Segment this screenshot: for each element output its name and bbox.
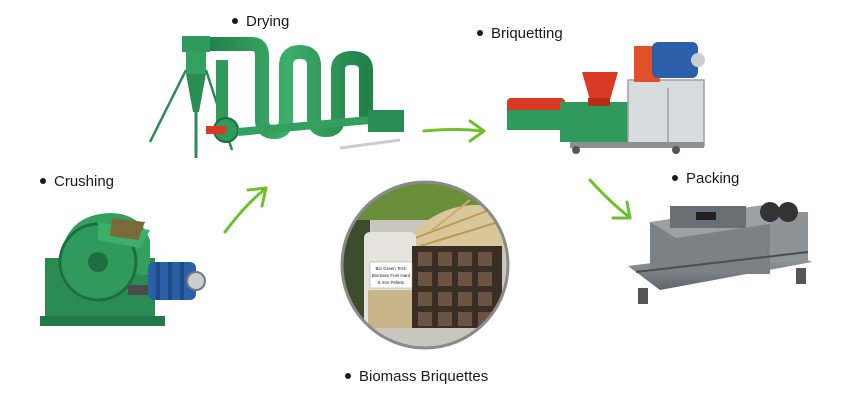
bullet-icon: [672, 175, 678, 182]
briquetting-machine-icon: [507, 42, 705, 154]
stage-label-drying: Drying: [232, 13, 289, 30]
product-label-biomass-briquettes: Biomass Briquettes: [345, 368, 488, 385]
arrow-drying-to-briquetting: [422, 119, 486, 143]
bullet-icon: [40, 178, 46, 185]
arrow-crushing-to-drying: [223, 186, 268, 234]
arrow-briquetting-to-packing: [588, 178, 632, 220]
biomass-briquettes-photo: Bio Green Tech Biomass Fuel Hard 6 mm Pe…: [340, 180, 510, 350]
biomass-briquettes-text: Biomass Briquettes: [359, 368, 489, 385]
stage-label-briquetting: Briquetting: [477, 25, 563, 42]
drying-text: Drying: [246, 13, 290, 30]
sign-line-3: 6 mm Pellets: [378, 280, 405, 285]
bullet-icon: [477, 30, 483, 37]
bullet-icon: [345, 373, 351, 380]
sign-line-2: Biomass Fuel Hard: [372, 273, 411, 278]
stage-label-packing: Packing: [672, 170, 739, 187]
packing-text: Packing: [686, 170, 740, 187]
packing-machine-icon: [628, 202, 812, 304]
sign-line-1: Bio Green Tech: [376, 266, 407, 271]
dryer-machine-icon: [148, 36, 404, 158]
crushing-text: Crushing: [54, 173, 115, 190]
bullet-icon: [232, 18, 238, 25]
briquetting-text: Briquetting: [491, 25, 563, 42]
crusher-machine-icon: [40, 213, 206, 326]
stage-label-crushing: Crushing: [40, 173, 114, 190]
